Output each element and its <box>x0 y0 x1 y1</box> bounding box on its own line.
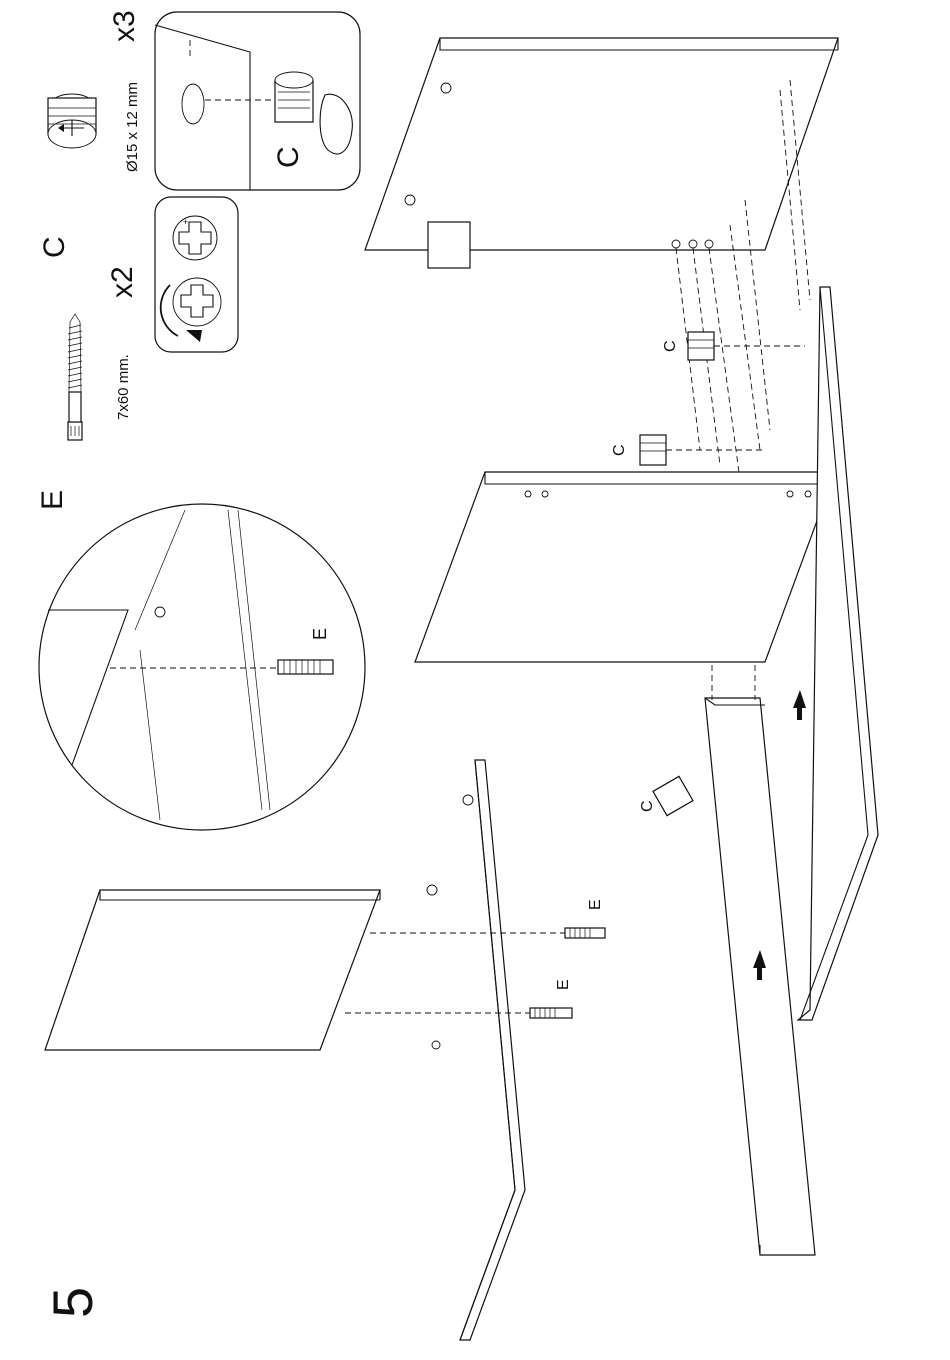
callout-cam-1: C <box>662 340 679 352</box>
cam-insert-detail: C <box>155 12 360 190</box>
panel-middle <box>415 472 835 662</box>
panel-top <box>365 38 838 268</box>
screw-e-2 <box>530 1008 572 1018</box>
part-c-quantity: x3 <box>108 10 141 42</box>
screw-insert-detail: E <box>39 504 365 830</box>
cam-detail-label: C <box>272 146 305 168</box>
panel-left <box>45 890 380 1050</box>
callout-cam-3: C <box>639 800 656 812</box>
cam-3 <box>653 776 693 815</box>
screw-detail-label: E <box>310 628 330 640</box>
panel-center <box>427 760 525 1340</box>
svg-text:+: + <box>183 217 188 227</box>
cam-1 <box>688 332 714 360</box>
panel-side-right <box>798 287 878 1020</box>
bracket-icon <box>428 222 470 268</box>
screw-head-detail: + <box>155 197 238 352</box>
confirmat-screw-icon <box>68 314 82 440</box>
part-c-letter: C <box>38 236 71 258</box>
part-e-quantity: x2 <box>106 266 139 298</box>
callout-cam-2: C <box>611 444 628 456</box>
part-e-letter: E <box>36 490 69 510</box>
direction-arrow-icon <box>793 690 806 720</box>
cam-2 <box>640 435 666 465</box>
step-number: 5 <box>41 1287 104 1318</box>
part-e-size: 7x60 mm. <box>115 354 132 420</box>
screw-e-1 <box>565 928 605 938</box>
cam-lock-icon <box>48 94 96 148</box>
callout-screw-1: E <box>587 899 604 910</box>
part-c-size: Ø15 x 12 mm <box>124 82 141 172</box>
callout-screw-2: E <box>555 979 572 990</box>
panel-bottom-board <box>705 690 815 1255</box>
